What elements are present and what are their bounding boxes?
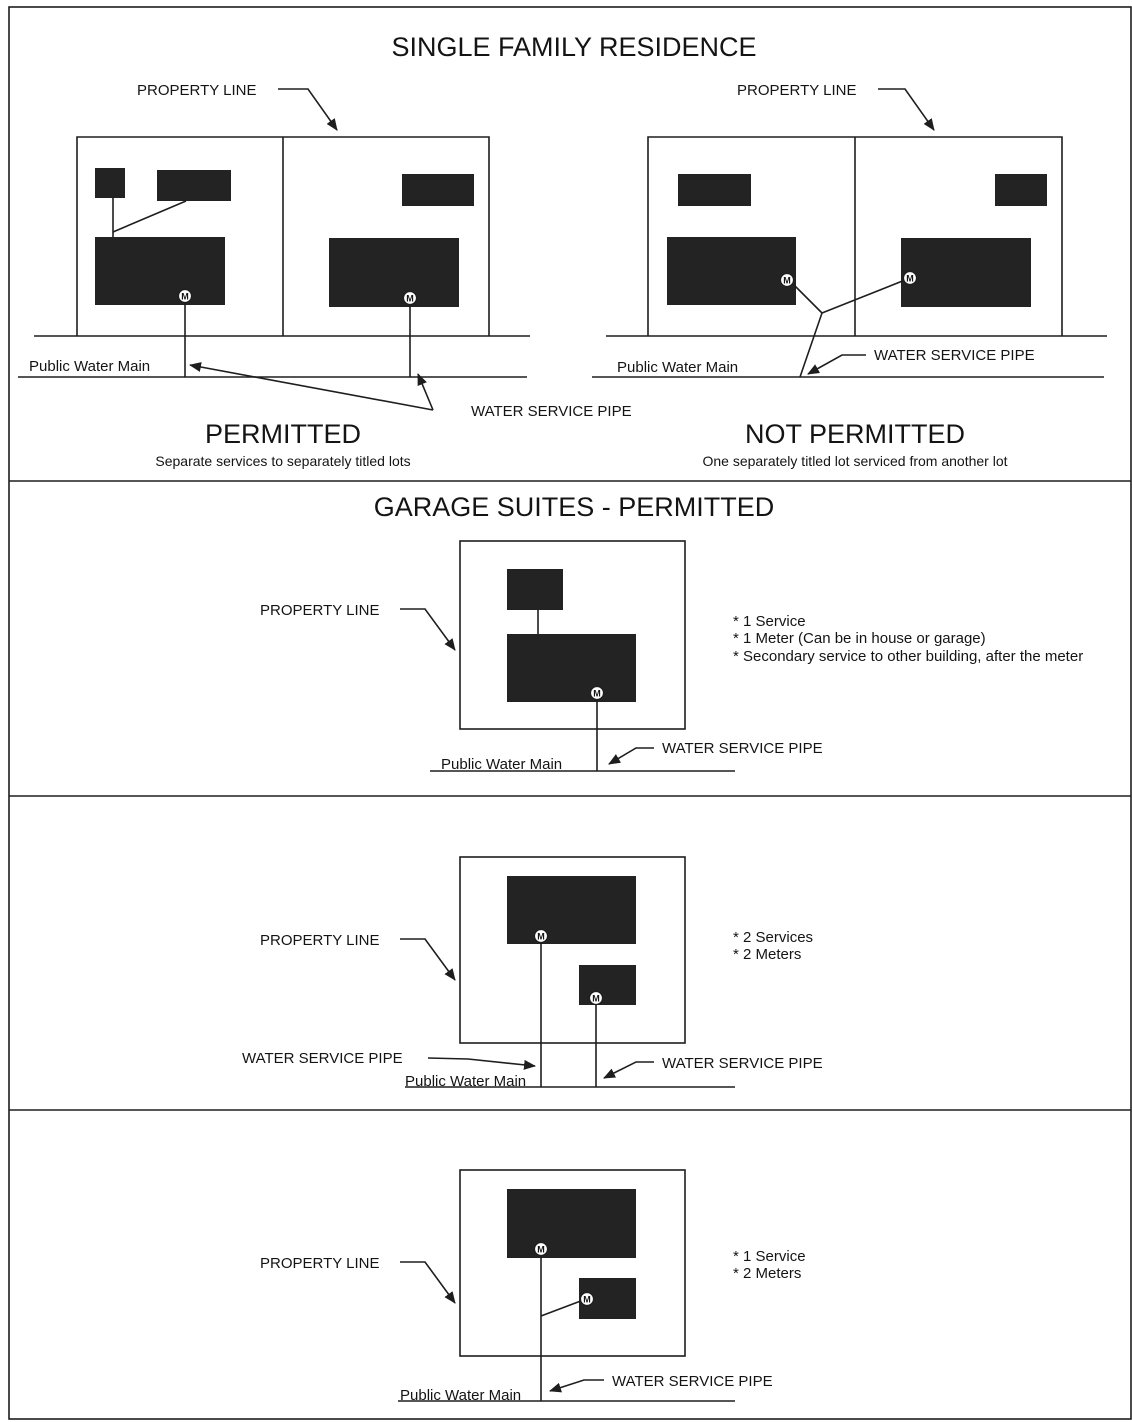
garage-building [95, 168, 125, 198]
section-title: SINGLE FAMILY RESIDENCE [391, 32, 756, 62]
house-building [507, 876, 636, 944]
public-water-main-label: Public Water Main [29, 358, 150, 375]
meter-icon: M [779, 272, 795, 288]
water-service-pipe-arrow [427, 1057, 536, 1070]
property-line-arrow [278, 88, 338, 131]
note-text: * 1 Service [733, 613, 806, 630]
garage-building [507, 569, 563, 610]
property-lot [459, 540, 686, 730]
property-line-arrow [400, 938, 456, 981]
water-service-pipe-arrow [603, 1061, 654, 1079]
water-service-pipe-label: WATER SERVICE PIPE [662, 740, 823, 757]
water-service-pipe-label: WATER SERVICE PIPE [612, 1373, 773, 1390]
meter-icon: M [579, 1291, 595, 1307]
water-service-pipe-label: WATER SERVICE PIPE [874, 347, 1035, 364]
house-building [667, 237, 796, 305]
garage-scenario-3: M M PROPERTY LINE Public Water Main WATE… [260, 1169, 806, 1404]
property-line-arrow [878, 88, 935, 131]
verdict-label: NOT PERMITTED [745, 419, 965, 449]
water-service-pipe-arrow [417, 373, 434, 411]
garage-scenario-1: M PROPERTY LINE Public Water Main WATER … [260, 540, 1083, 773]
secondary-pipe [540, 1298, 587, 1317]
water-service-pipe-arrow [608, 747, 654, 765]
meter-icon: M [902, 270, 918, 286]
note-text: * 1 Meter (Can be in house or garage) [733, 630, 986, 647]
property-line-label: PROPERTY LINE [260, 932, 380, 949]
svg-text:M: M [783, 276, 791, 286]
public-water-main-label: Public Water Main [400, 1387, 521, 1404]
garage-building [402, 174, 474, 206]
garage-building [157, 170, 231, 201]
svg-text:M: M [583, 1295, 591, 1305]
water-service-pipe-label: WATER SERVICE PIPE [242, 1050, 403, 1067]
svg-text:M: M [406, 294, 414, 304]
svg-text:M: M [592, 994, 600, 1004]
house-building [507, 634, 636, 702]
house-building [329, 238, 459, 307]
garage-building [995, 174, 1047, 206]
svg-text:M: M [181, 292, 189, 302]
public-water-main-label: Public Water Main [405, 1073, 526, 1090]
house-building [901, 238, 1031, 307]
meter-icon: M [177, 288, 193, 304]
garage-building [579, 965, 636, 1005]
meter-icon: M [402, 290, 418, 306]
public-water-main-label: Public Water Main [617, 359, 738, 376]
not-permitted-diagram: PROPERTY LINE M M Public Water Main WATE… [592, 82, 1107, 469]
note-text: * 2 Meters [733, 946, 801, 963]
verdict-caption: Separate services to separately titled l… [155, 453, 410, 469]
svg-text:M: M [593, 689, 601, 699]
water-service-pipe-label: WATER SERVICE PIPE [662, 1055, 823, 1072]
house-building [507, 1189, 636, 1258]
permitted-diagram: PROPERTY LINE M M Public Water Main WATE… [18, 82, 632, 469]
svg-text:M: M [537, 932, 545, 942]
verdict-label: PERMITTED [205, 419, 361, 449]
water-service-pipe [821, 277, 911, 314]
property-line-arrow [400, 1261, 456, 1304]
meter-icon: M [588, 990, 604, 1006]
property-line-label: PROPERTY LINE [137, 82, 257, 99]
property-line-label: PROPERTY LINE [260, 1255, 380, 1272]
property-lot [459, 1169, 686, 1357]
svg-text:M: M [537, 1245, 545, 1255]
note-text: * 2 Meters [733, 1265, 801, 1282]
svg-text:M: M [906, 274, 914, 284]
note-text: * 2 Services [733, 929, 813, 946]
meter-icon: M [533, 928, 549, 944]
water-service-pipe-arrow [189, 362, 434, 411]
note-text: * Secondary service to other building, a… [733, 648, 1083, 665]
secondary-pipe [112, 200, 187, 233]
garage-scenario-2: M M PROPERTY LINE WATER SERVICE PIPE Pub… [242, 856, 823, 1090]
water-service-pipe-arrow [549, 1379, 604, 1393]
property-line-arrow [400, 608, 456, 651]
verdict-caption: One separately titled lot serviced from … [702, 453, 1007, 469]
house-building [95, 237, 225, 305]
water-service-pipe-label: WATER SERVICE PIPE [471, 403, 632, 420]
water-service-pipe [799, 312, 823, 378]
property-lot [459, 856, 686, 1044]
property-line-label: PROPERTY LINE [260, 602, 380, 619]
note-text: * 1 Service [733, 1248, 806, 1265]
section-title: GARAGE SUITES - PERMITTED [374, 492, 775, 522]
water-service-pipe-arrow [807, 354, 866, 375]
public-water-main-label: Public Water Main [441, 756, 562, 773]
garage-building [678, 174, 751, 206]
meter-icon: M [589, 685, 605, 701]
water-service-pipe [788, 279, 823, 314]
meter-icon: M [533, 1241, 549, 1257]
property-line-label: PROPERTY LINE [737, 82, 857, 99]
page-frame [8, 6, 1132, 1420]
